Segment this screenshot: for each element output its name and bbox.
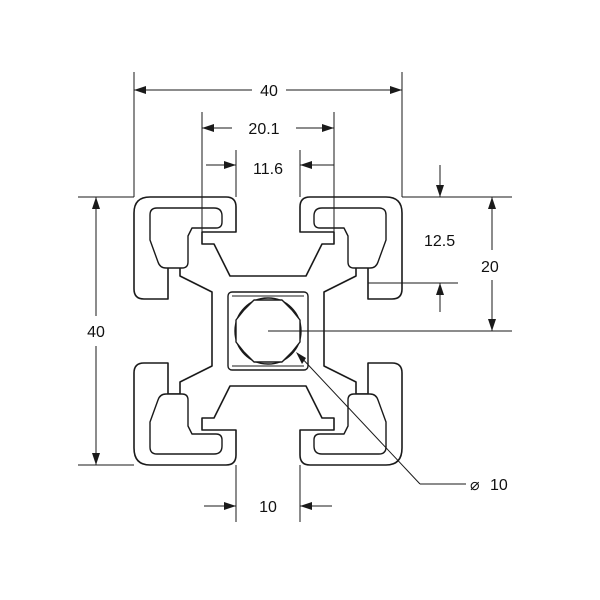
arrow [224,502,236,510]
arrow [390,86,402,94]
arrow [436,283,444,295]
arrow [202,124,214,132]
arrow [92,197,100,209]
arrow [322,124,334,132]
cavity-bottom-left [149,393,223,455]
dimension-labels: 40 20.1 11.6 12.5 20 40 10 ⌀ 10 [87,83,508,516]
label-slot-opening-width: 11.6 [253,161,283,178]
arrow [488,319,496,331]
arrow [488,197,496,209]
arrow [300,502,312,510]
label-half-height: 20 [481,259,499,276]
cavity-top-left [149,207,223,269]
label-slot-outer-width: 20.1 [248,121,279,138]
arrow [134,86,146,94]
cavity-bottom-right [313,393,387,455]
arrow [436,185,444,197]
arrow [296,352,306,364]
diameter-symbol: ⌀ [470,477,480,494]
arrow [92,453,100,465]
leader-diameter [297,353,421,485]
cavity-top-right [313,207,387,269]
label-overall-height: 40 [87,324,105,341]
label-overall-width: 40 [260,83,278,100]
dimension-lines [92,86,496,510]
extension-lines [78,72,512,522]
label-slot-bottom-width: 10 [259,499,277,516]
arrow [300,161,312,169]
arrow [224,161,236,169]
label-slot-depth: 12.5 [424,233,455,250]
label-bore-diameter: 10 [490,477,508,494]
